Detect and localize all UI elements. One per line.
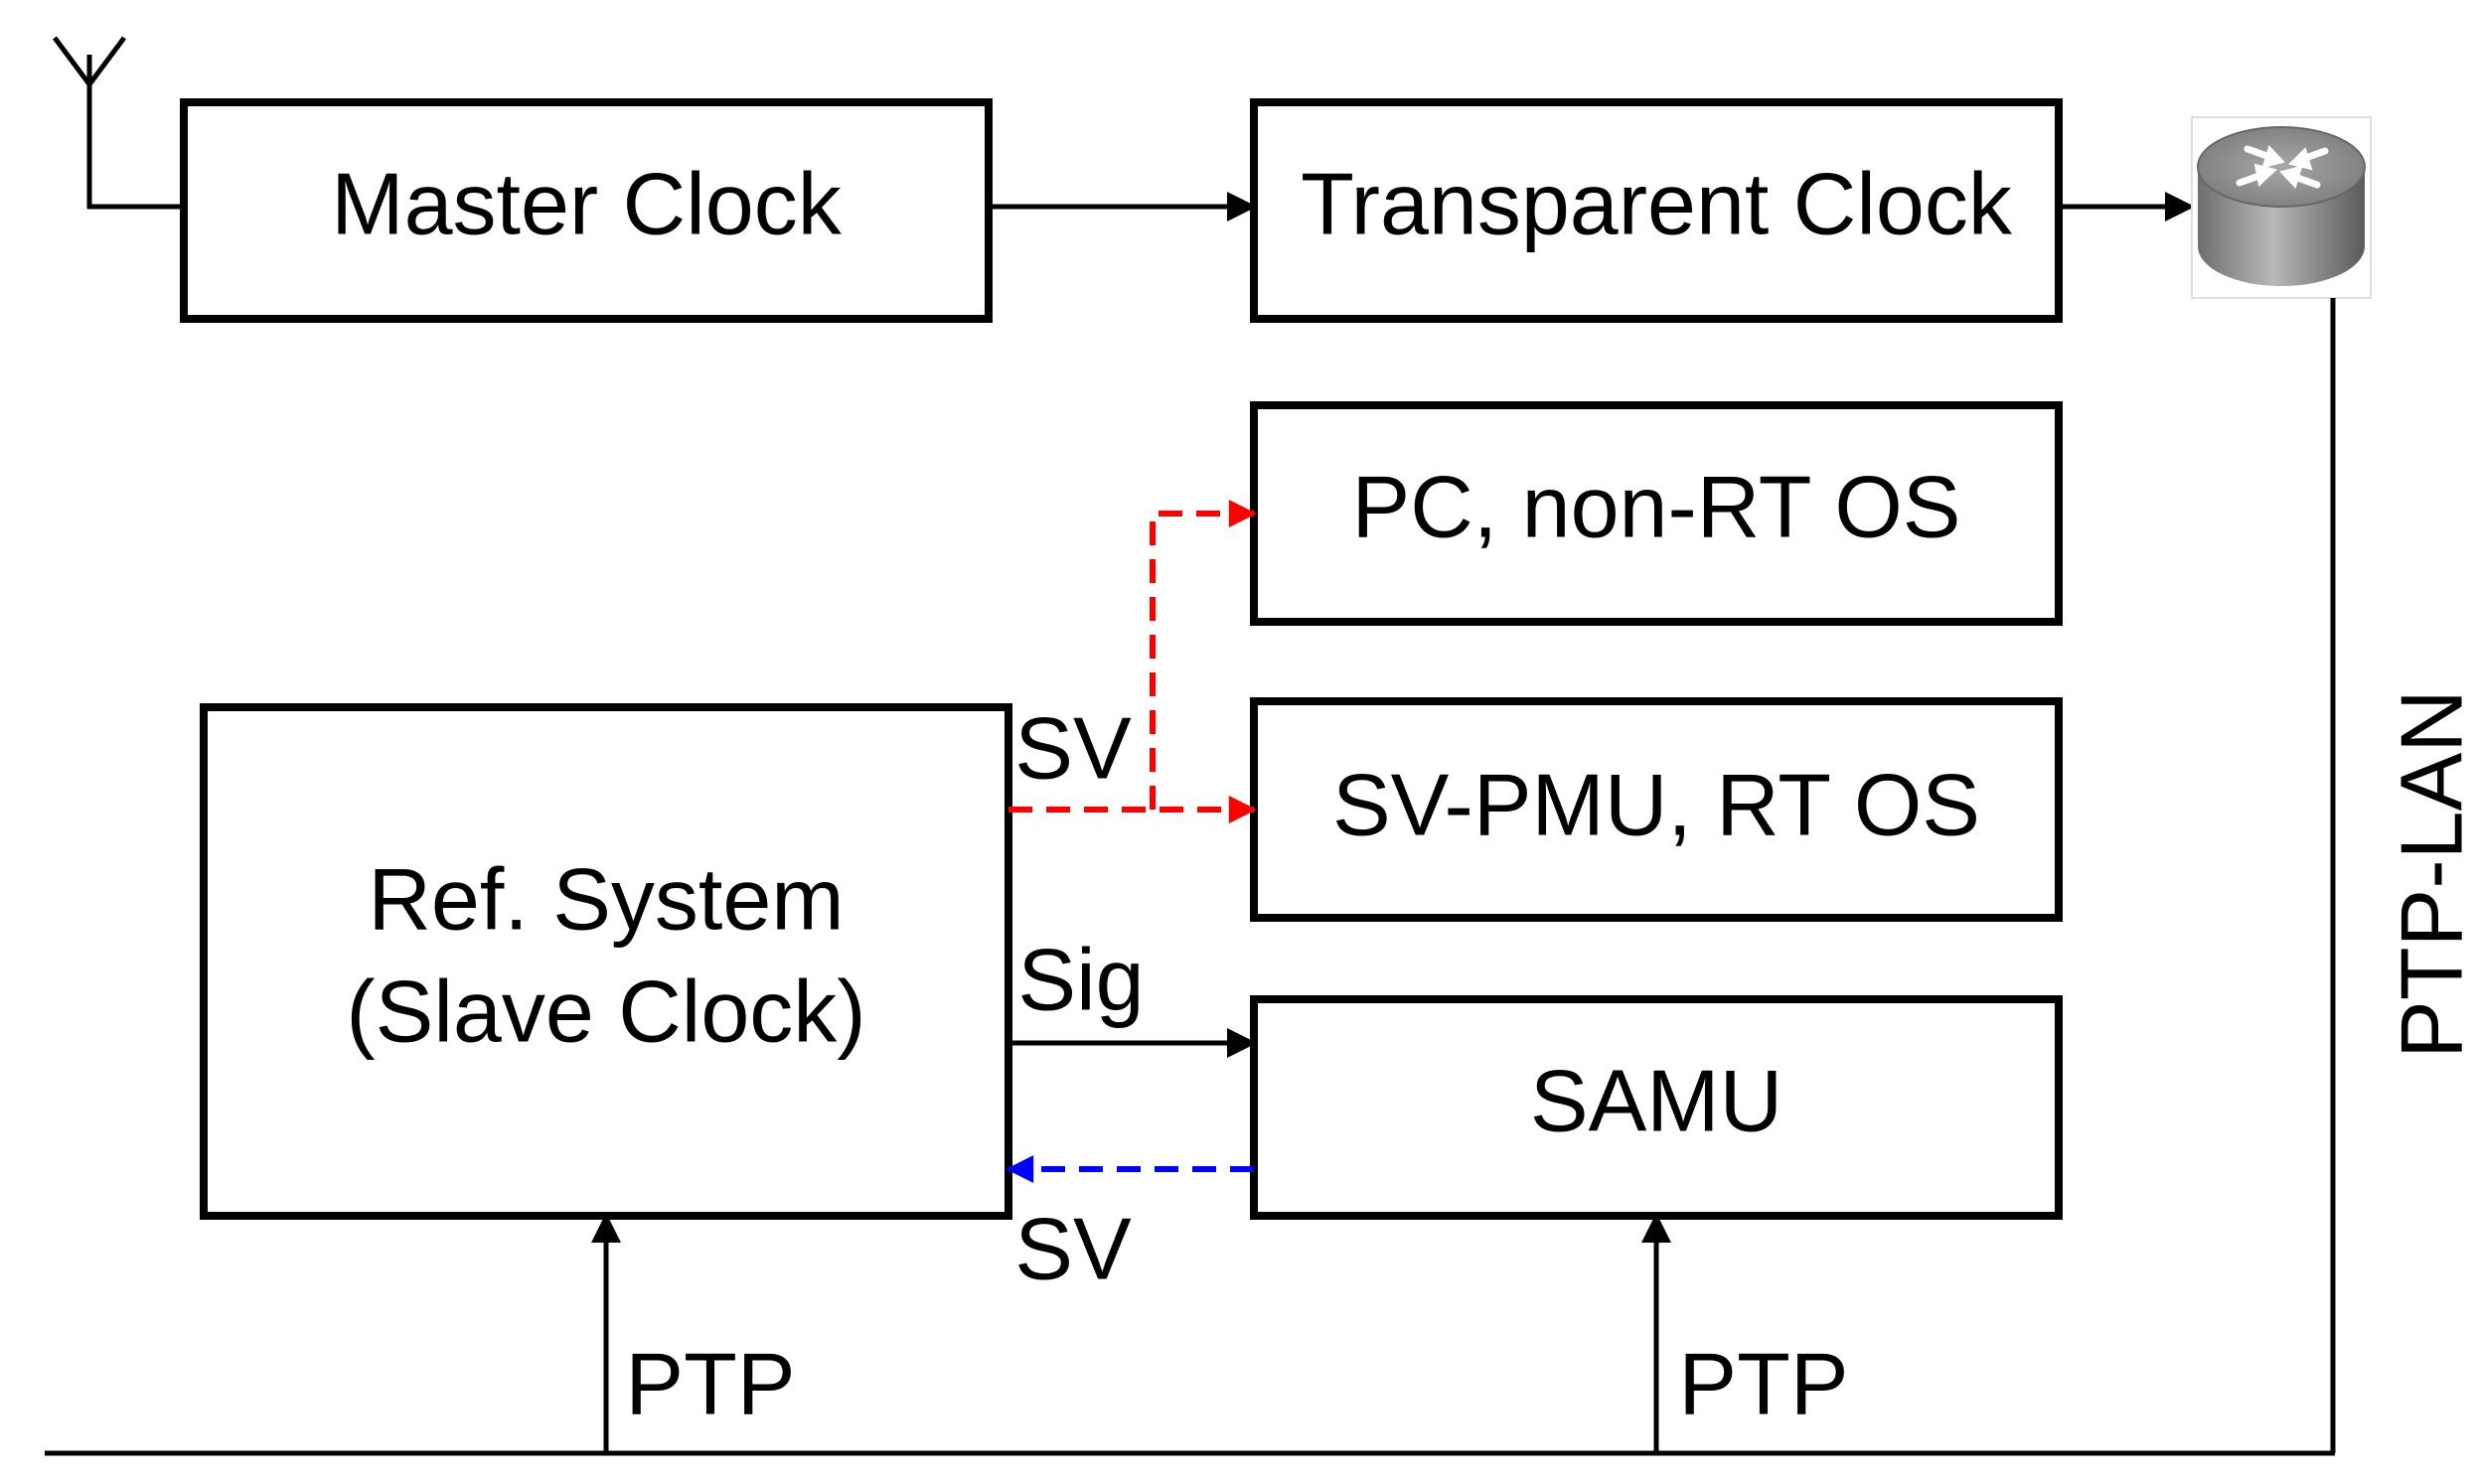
- master-clock-label: Master Clock: [331, 154, 842, 252]
- ptp-lan-label: PTP-LAN: [2382, 689, 2477, 1059]
- ref-system-label-line1: Ref. System: [368, 849, 844, 948]
- ref-system-block: Ref. System (Slave Clock): [200, 703, 1012, 1220]
- pc-non-rt-block: PC, non-RT OS: [1250, 401, 2063, 626]
- sv-back-label: SV: [1014, 1199, 1132, 1297]
- sv-pmu-block: SV-PMU, RT OS: [1250, 697, 2063, 922]
- router-icon: [2191, 116, 2372, 299]
- transparent-clock-label: Transparent Clock: [1301, 154, 2013, 252]
- sv-out-label: SV: [1014, 698, 1132, 797]
- samu-label: SAMU: [1530, 1051, 1782, 1149]
- master-clock-block: Master Clock: [180, 98, 993, 323]
- ptp-lan-bus: [45, 298, 2336, 1456]
- ref-system-label-line2: (Slave Clock): [346, 962, 865, 1060]
- sv-multicast-arrows: [1008, 500, 1257, 823]
- sig-label: Sig: [1017, 930, 1144, 1028]
- antenna-icon: [52, 36, 184, 210]
- ptp-left-label: PTP: [625, 1334, 795, 1432]
- samu-block: SAMU: [1250, 995, 2063, 1220]
- pc-non-rt-label: PC, non-RT OS: [1352, 457, 1961, 555]
- transparent-clock-block: Transparent Clock: [1250, 98, 2063, 323]
- sv-pmu-label: SV-PMU, RT OS: [1332, 755, 1980, 853]
- ptp-right-label: PTP: [1678, 1334, 1848, 1432]
